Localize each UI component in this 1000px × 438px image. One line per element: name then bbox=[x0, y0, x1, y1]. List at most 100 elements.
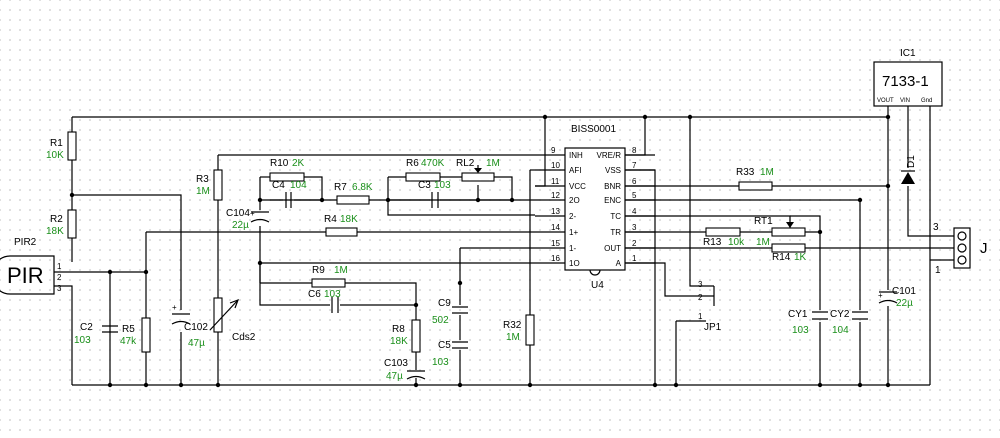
capacitor-c4[interactable]: C4 104 bbox=[272, 180, 307, 208]
svg-text:IC1: IC1 bbox=[900, 48, 916, 59]
svg-text:1: 1 bbox=[57, 262, 62, 271]
svg-text:22µ: 22µ bbox=[232, 220, 249, 231]
capacitor-c103[interactable]: C103 47µ bbox=[384, 358, 426, 382]
resistor-r8[interactable]: R8 18K bbox=[390, 319, 421, 353]
u4-pin-name: ENC bbox=[604, 196, 621, 205]
resistor-r2[interactable]: R2 18K bbox=[46, 209, 77, 239]
svg-text:470K: 470K bbox=[421, 158, 445, 169]
svg-text:103: 103 bbox=[792, 325, 809, 336]
svg-text:R7: R7 bbox=[334, 182, 347, 193]
resistor-r6[interactable]: R6 470K bbox=[405, 158, 445, 182]
photoresistor-cds2[interactable]: Cds2 bbox=[209, 297, 256, 343]
svg-text:C104: C104 bbox=[226, 208, 250, 219]
resistor-r1[interactable]: R1 10K bbox=[46, 131, 77, 161]
capacitor-c104[interactable]: + C104 22µ bbox=[226, 208, 270, 231]
capacitor-c5[interactable]: C5 103 bbox=[432, 340, 468, 368]
capacitor-c102[interactable]: + C102 47µ bbox=[171, 303, 208, 349]
u4-pin-number: 8 bbox=[632, 146, 637, 155]
diode-d1[interactable]: D1 bbox=[901, 155, 917, 184]
pir-sensor[interactable]: PIR PIR2 1 2 3 bbox=[0, 237, 62, 295]
ic1-regulator[interactable]: IC1 7133-1 VOUT VIN Gnd bbox=[873, 48, 943, 107]
svg-text:R2: R2 bbox=[50, 214, 63, 225]
u4-pin-name: 1+ bbox=[569, 228, 578, 237]
capacitor-c2[interactable]: C2 103 bbox=[74, 322, 118, 346]
svg-text:103: 103 bbox=[432, 357, 449, 368]
u4-pin-name: VCC bbox=[569, 182, 586, 191]
svg-text:PIR: PIR bbox=[7, 263, 44, 288]
capacitor-cy2[interactable]: CY2 104 bbox=[830, 309, 868, 336]
svg-text:2: 2 bbox=[57, 273, 62, 282]
svg-text:18K: 18K bbox=[46, 226, 64, 237]
resistor-r4[interactable]: R4 18K bbox=[324, 214, 358, 237]
resistor-r5[interactable]: R5 47k bbox=[120, 317, 151, 353]
svg-text:VIN: VIN bbox=[900, 98, 910, 104]
svg-text:Cds2: Cds2 bbox=[232, 332, 256, 343]
svg-text:1M: 1M bbox=[756, 237, 770, 248]
resistor-r13[interactable]: R13 10k bbox=[703, 227, 745, 248]
svg-text:103: 103 bbox=[434, 180, 451, 191]
svg-text:+: + bbox=[172, 303, 177, 312]
u4-pin-name: INH bbox=[569, 151, 583, 160]
svg-text:10K: 10K bbox=[46, 150, 64, 161]
svg-text:2: 2 bbox=[698, 293, 703, 302]
svg-text:6.8K: 6.8K bbox=[352, 182, 373, 193]
resistor-r14[interactable]: R14 1K bbox=[771, 243, 807, 263]
capacitor-c9[interactable]: C9 502 bbox=[432, 298, 468, 326]
capacitor-cy1[interactable]: CY1 103 bbox=[788, 309, 828, 336]
svg-text:18K: 18K bbox=[390, 336, 408, 347]
svg-text:C2: C2 bbox=[80, 322, 93, 333]
svg-text:47µ: 47µ bbox=[188, 338, 205, 349]
svg-text:R3: R3 bbox=[196, 174, 209, 185]
svg-text:VOUT: VOUT bbox=[877, 98, 894, 104]
u4-pin-name: VSS bbox=[605, 166, 621, 175]
u4-pin-number: 1 bbox=[632, 254, 637, 263]
resistor-r7[interactable]: R7 6.8K bbox=[334, 182, 373, 205]
u4-pin-name: VRE/R bbox=[597, 151, 622, 160]
u4-pin-number: 12 bbox=[551, 191, 560, 200]
u4-pin-name: 1O bbox=[569, 259, 580, 268]
resistor-r9[interactable]: R9 1M bbox=[311, 265, 348, 288]
resistor-r33[interactable]: R33 1M bbox=[736, 167, 774, 191]
svg-text:+: + bbox=[878, 291, 883, 300]
u4-pin-number: 15 bbox=[551, 239, 560, 248]
resistor-r32[interactable]: R32 1M bbox=[503, 314, 535, 346]
potentiometer-rt1[interactable]: RT1 1M bbox=[754, 216, 806, 248]
svg-text:BISS0001: BISS0001 bbox=[571, 124, 616, 135]
u4-pin-name: AFI bbox=[569, 166, 581, 175]
capacitor-c3[interactable]: C3 103 bbox=[418, 180, 451, 208]
svg-text:C3: C3 bbox=[418, 180, 431, 191]
svg-text:502: 502 bbox=[432, 315, 449, 326]
capacitor-c101[interactable]: + C101 22µ bbox=[878, 286, 916, 309]
connector-j[interactable]: 3 1 J bbox=[933, 222, 988, 276]
u4-pin-name: TC bbox=[610, 212, 621, 221]
capacitor-c6[interactable]: C6 103 bbox=[308, 289, 341, 313]
u4-pin-number: 3 bbox=[632, 223, 637, 232]
jumper-jp1[interactable]: 3 2 1 JP1 bbox=[698, 280, 722, 333]
resistor-r10[interactable]: R10 2K bbox=[269, 158, 305, 182]
svg-text:PIR2: PIR2 bbox=[14, 237, 37, 248]
svg-text:RT1: RT1 bbox=[754, 216, 773, 227]
svg-text:R6: R6 bbox=[406, 158, 419, 169]
svg-text:R13: R13 bbox=[703, 237, 722, 248]
svg-text:R9: R9 bbox=[312, 265, 325, 276]
svg-text:R33: R33 bbox=[736, 167, 755, 178]
u4-pin-number: 5 bbox=[632, 191, 637, 200]
potentiometer-rl2[interactable]: RL2 1M bbox=[456, 158, 500, 182]
svg-text:1K: 1K bbox=[794, 252, 807, 263]
svg-text:R5: R5 bbox=[122, 324, 135, 335]
svg-text:3: 3 bbox=[57, 284, 62, 293]
svg-text:R4: R4 bbox=[324, 214, 337, 225]
svg-text:U4: U4 bbox=[591, 280, 604, 291]
svg-text:CY2: CY2 bbox=[830, 309, 850, 320]
svg-text:CY1: CY1 bbox=[788, 309, 808, 320]
u4-pin-name: 1- bbox=[569, 244, 576, 253]
svg-text:1M: 1M bbox=[506, 332, 520, 343]
svg-text:1M: 1M bbox=[196, 186, 210, 197]
ic-u4-biss0001[interactable]: BISS0001 U4 9INH10AFI11VCC122O132-141+15… bbox=[535, 124, 655, 291]
svg-text:3: 3 bbox=[933, 222, 939, 233]
resistor-r3[interactable]: R3 1M bbox=[196, 169, 223, 201]
svg-text:C9: C9 bbox=[438, 298, 451, 309]
